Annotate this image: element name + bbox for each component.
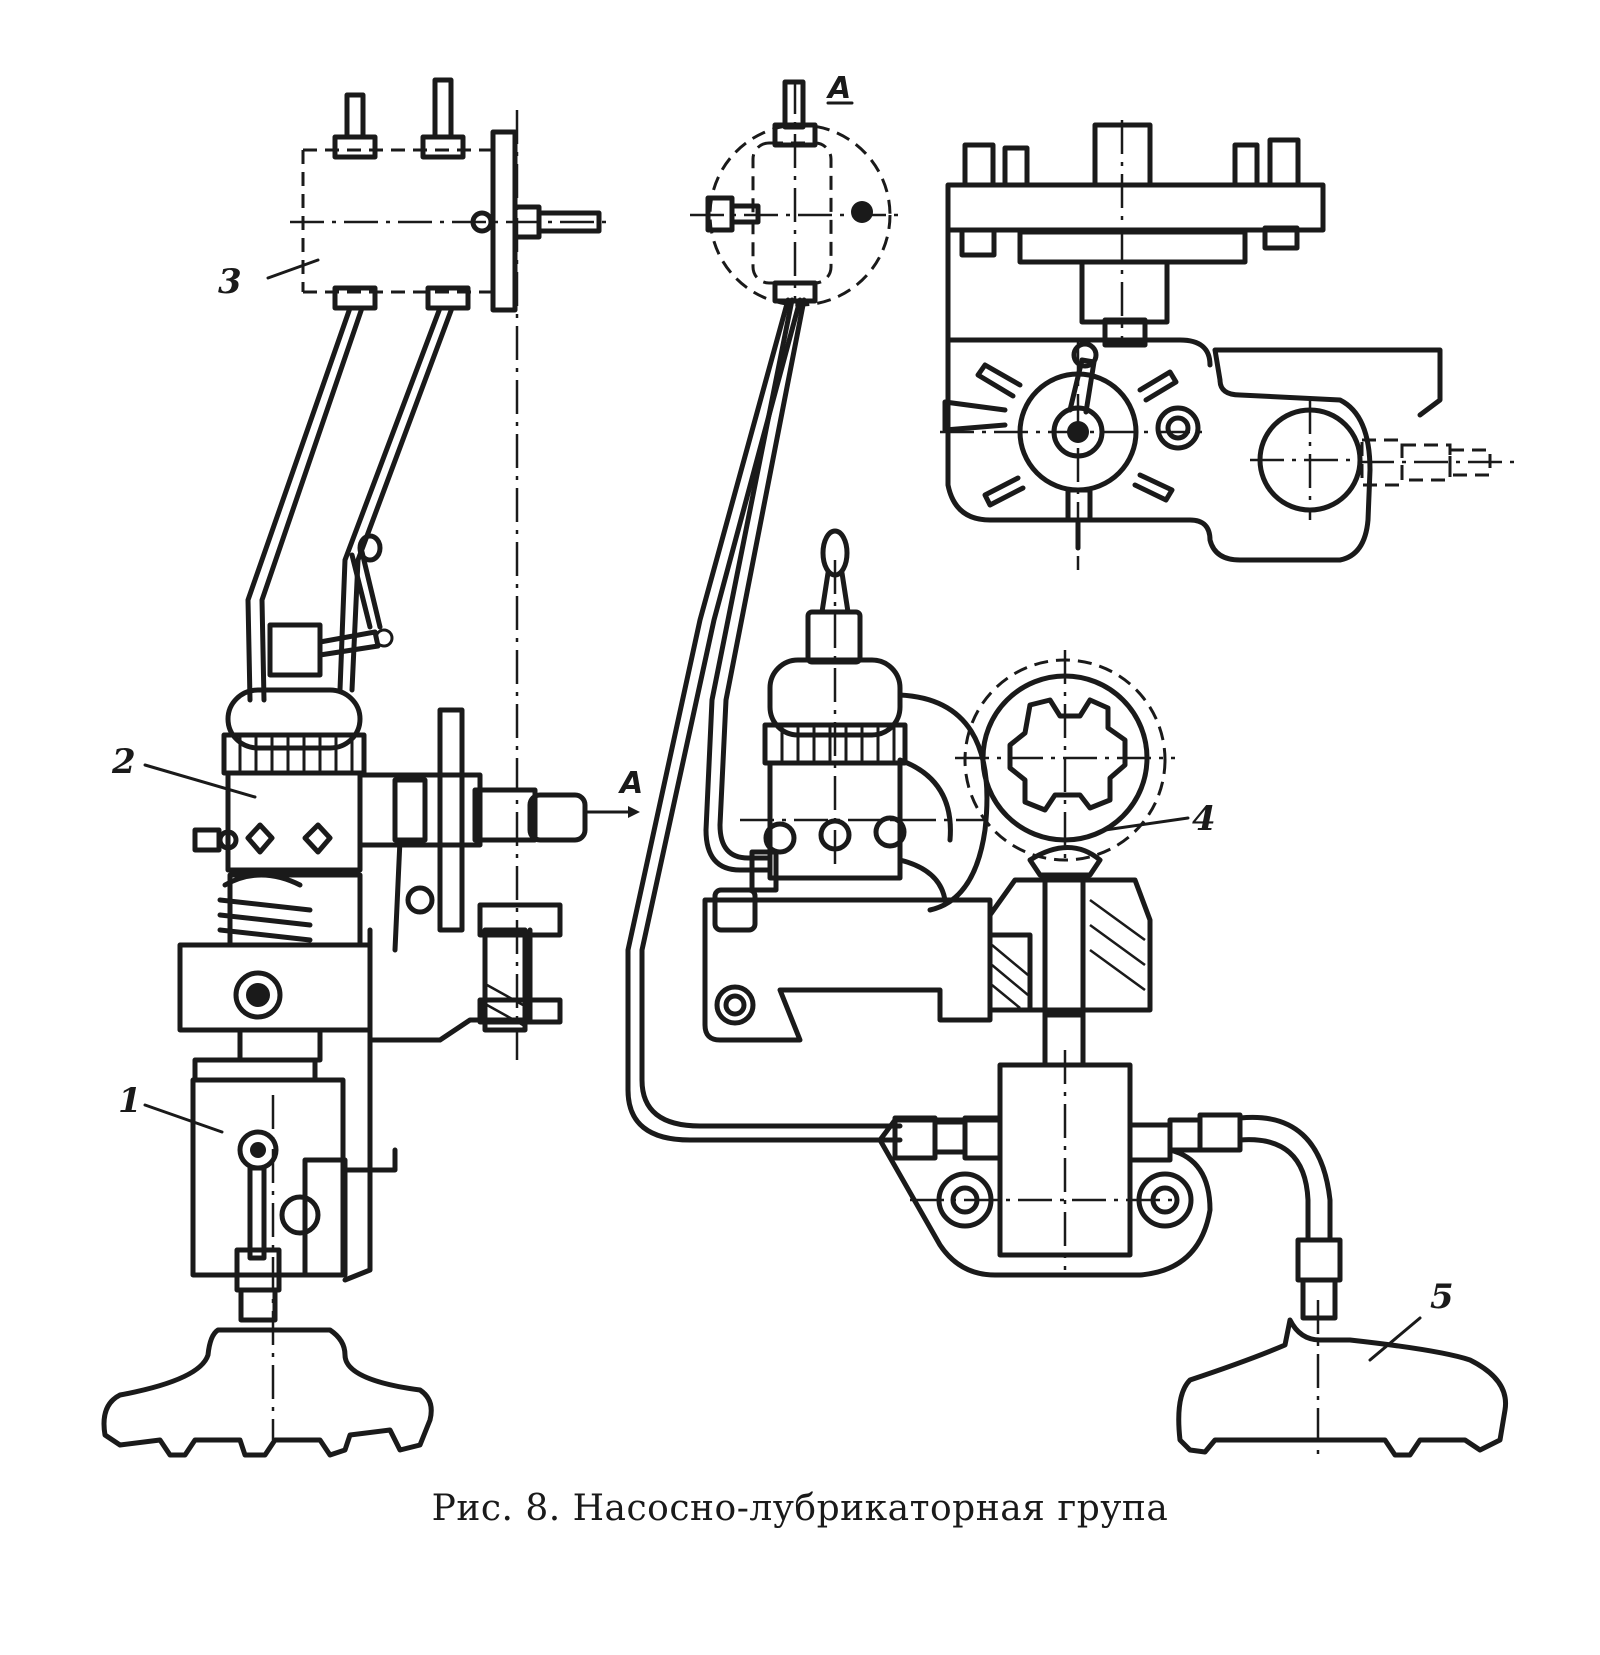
label-part-1: 1 xyxy=(118,1081,142,1121)
label-section-arrow-a: A xyxy=(618,766,643,801)
leader-4 xyxy=(1103,816,1190,832)
label-part-3: 3 xyxy=(218,262,242,302)
label-part-4: 4 xyxy=(1192,799,1216,839)
right-base-5: 5 xyxy=(1176,1277,1509,1460)
label-part-2: 2 xyxy=(111,742,136,782)
left-base xyxy=(101,1327,434,1458)
distributor-block-3 xyxy=(290,77,610,313)
leader-3 xyxy=(266,258,320,280)
leader-5 xyxy=(1368,1316,1422,1362)
pump-cylinder-1 xyxy=(190,1027,398,1440)
oil-pipes-center xyxy=(625,297,903,1143)
pump-body-2 xyxy=(192,533,394,948)
right-pump-assembly: 4 xyxy=(702,528,1343,1321)
plan-view xyxy=(940,120,1520,570)
label-section-a: A xyxy=(826,71,851,106)
leader-1 xyxy=(143,1103,224,1134)
left-bracket xyxy=(177,707,640,1283)
label-part-5: 5 xyxy=(1430,1277,1454,1317)
oil-pipes-left xyxy=(245,305,455,703)
figure-caption: Рис. 8. Насосно-лубрикаторная група xyxy=(431,1488,1169,1529)
leader-2 xyxy=(143,763,257,799)
left-assembly: 3 2 1 A xyxy=(101,77,643,1458)
section-a-detail: A xyxy=(690,71,905,307)
